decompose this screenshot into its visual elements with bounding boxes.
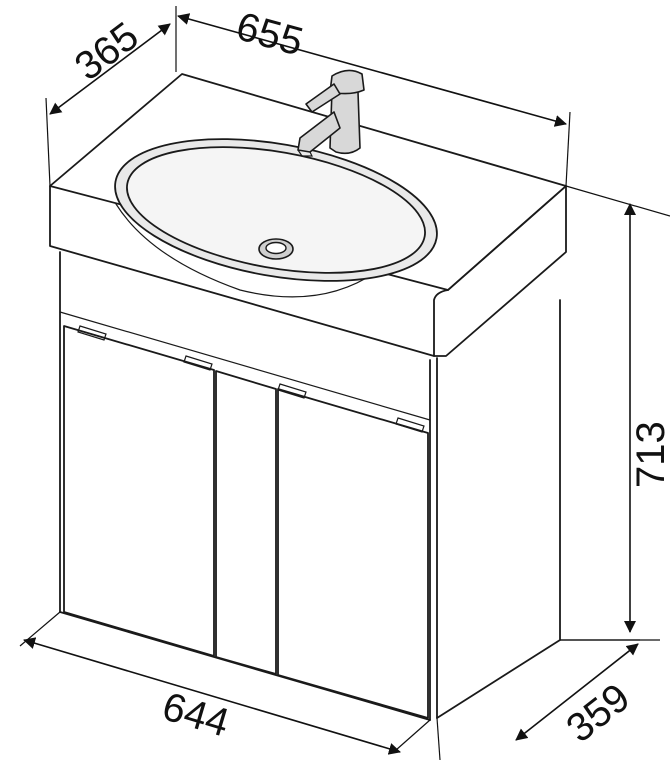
cabinet-doors [63, 325, 429, 719]
dim-label-top-depth: 365 [67, 14, 147, 89]
cabinet-right-side [436, 299, 561, 719]
door-handle-left [77, 325, 107, 341]
drain-inner [265, 241, 287, 255]
cabinet-top-rail [59, 311, 431, 421]
dim-line-bottom-depth [515, 643, 639, 741]
dimension-bottom-depth: 359 [436, 639, 660, 761]
dim-label-top-width: 655 [232, 4, 308, 64]
ext-line-top-width-right [565, 111, 571, 187]
ext-line-top-depth-left [45, 97, 51, 187]
door-right [277, 388, 429, 719]
door-left [63, 325, 215, 657]
faucet-spout-tip [297, 149, 313, 157]
dim-line-top-width [177, 13, 567, 127]
dim-label-bottom-depth: 359 [558, 675, 638, 751]
countertop-right-face [433, 185, 567, 357]
door-handle-center-left [183, 355, 213, 371]
dim-line-bottom-width [23, 637, 401, 755]
countertop-front-face [49, 185, 449, 357]
door-handle-center-right [277, 383, 307, 399]
dim-label-bottom-width: 644 [157, 684, 233, 745]
dim-label-height: 713 [629, 421, 670, 488]
ext-line-bottom-width-right [395, 719, 431, 751]
door-center-gap [215, 370, 277, 675]
dimension-height: 713 [560, 185, 670, 641]
ext-line-bottom-depth-front [436, 717, 441, 761]
faucet [297, 69, 365, 157]
ext-line-height-top [565, 185, 670, 217]
washbasin [114, 138, 438, 282]
dim-line-top-depth [49, 23, 171, 115]
dimension-bottom-width: 644 [19, 611, 431, 755]
countertop-bowl-lip [115, 203, 377, 298]
basin-inner-rim [126, 146, 426, 274]
door-handle-right [395, 417, 425, 433]
